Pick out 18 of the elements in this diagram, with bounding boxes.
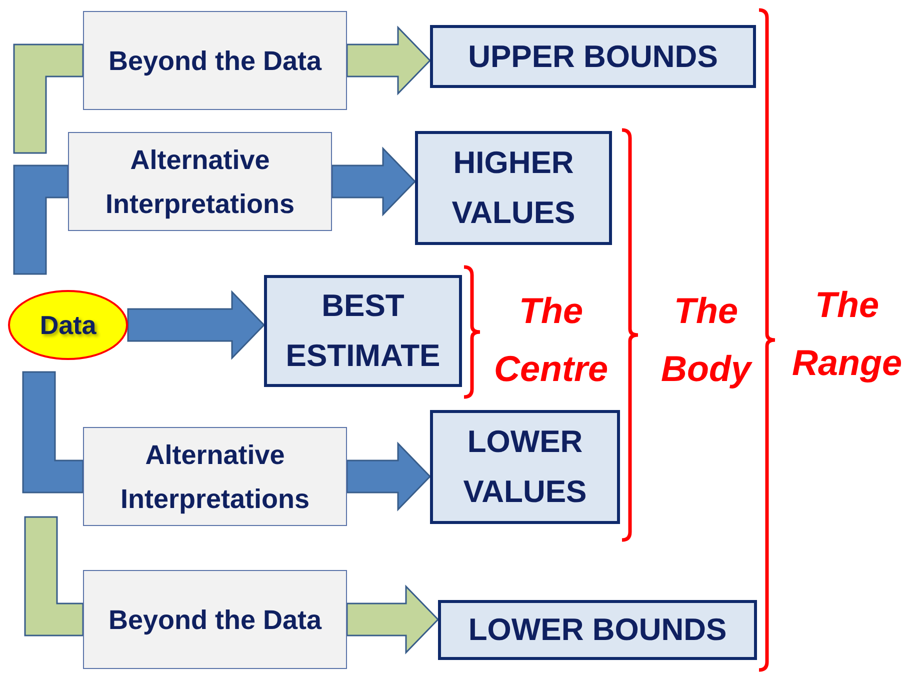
result-box: LOWER BOUNDS [438, 600, 757, 660]
bracket-label: The Body [660, 289, 754, 391]
process-box: Alternative Interpretations [68, 132, 332, 231]
bracket-label: The Centre [492, 289, 610, 391]
result-box: HIGHER VALUES [415, 131, 612, 245]
result-box: LOWER VALUES [430, 410, 620, 524]
block-arrow [346, 26, 432, 96]
block-arrow [346, 584, 440, 654]
block-arrow [346, 442, 432, 512]
result-box: BEST ESTIMATE [264, 275, 462, 387]
block-arrow [127, 290, 266, 360]
data-oval: Data [8, 290, 128, 360]
result-box: UPPER BOUNDS [430, 25, 756, 88]
block-arrow [331, 146, 416, 216]
process-box: Beyond the Data [83, 11, 347, 110]
bracket-label: The Range [790, 283, 904, 385]
process-box: Beyond the Data [83, 570, 347, 669]
process-box: Alternative Interpretations [83, 427, 347, 526]
